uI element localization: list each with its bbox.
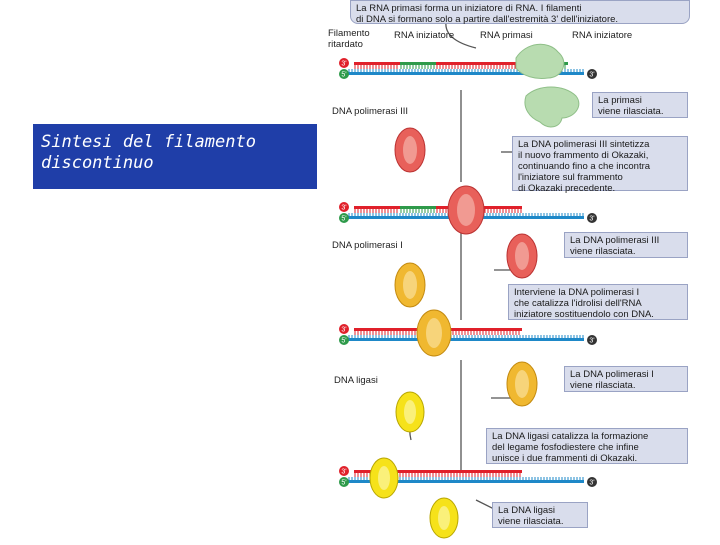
rna-primase-shape: [515, 43, 565, 79]
callout-ligasi-rilasciata: La DNA ligasi viene rilasciata.: [492, 502, 588, 528]
title-line-1: Sintesi del filamento: [41, 132, 256, 152]
caption-line: La RNA primasi forma un iniziatore di RN…: [356, 3, 582, 14]
dna-pol-i-inner: [515, 370, 529, 398]
strand-end-label: 3': [341, 327, 346, 334]
title-line-2: discontinuo: [41, 153, 154, 173]
strand-end-marker: [339, 202, 349, 212]
strand-end-label: 3': [341, 469, 346, 476]
callout-pol-i-rilasciata: La DNA polimerasi I viene rilasciata.: [564, 366, 688, 392]
label-rna-primasi: RNA primasi: [480, 30, 533, 41]
callout-pol-iii-sintetizza: La DNA polimerasi III sintetizza il nuov…: [512, 136, 688, 194]
strand-end-label: 3': [341, 61, 346, 68]
dna-ligase-inner: [378, 466, 390, 490]
strand-end-marker: [587, 213, 597, 223]
dna-pol-i-inner: [426, 318, 442, 348]
template-strand: [348, 72, 584, 75]
strand-end-label: 5': [341, 216, 346, 223]
flow-arrows: [409, 21, 516, 511]
strand-end-label: 5': [341, 72, 346, 79]
callout-pol-iii-rilasciata: La DNA polimerasi III viene rilasciata.: [564, 232, 688, 258]
lagging-strand-segment: [400, 62, 436, 65]
strand-end-label: 3': [589, 480, 594, 487]
lagging-strand-segment: [354, 470, 522, 473]
dna-ligase-inner: [438, 506, 450, 530]
flow-arrow: [445, 21, 477, 49]
label-dna-pol-i: DNA polimerasi I: [332, 240, 403, 251]
lagging-strand-segment: [354, 62, 400, 65]
template-strand: [348, 480, 584, 483]
lagging-strand-segment: [354, 328, 418, 331]
strand-end-marker: [339, 466, 349, 476]
dna-ligase-inner: [404, 400, 416, 424]
label-rna-iniziatore-2: RNA iniziatore: [572, 30, 633, 41]
top-caption: La RNA primasi forma un iniziatore di RN…: [350, 0, 690, 25]
strand-end-label: 3': [589, 338, 594, 345]
strand-end-marker: [339, 324, 349, 334]
dna-pol-iii-inner: [457, 194, 475, 226]
strand-end-label: 5': [341, 480, 346, 487]
callout-ligasi-catalizza: La DNA ligasi catalizza la formazione de…: [486, 428, 688, 464]
template-strand: [348, 338, 584, 341]
callout-primasi-rilasciata: La primasi viene rilasciata.: [592, 92, 688, 118]
diagram-graphics: 3' 5' 3' 3' 5' 3' 3' 5' 3' 3' 5' 3': [339, 21, 597, 539]
lagging-strand-segment: [400, 206, 436, 209]
lagging-strand-segment: [354, 206, 400, 209]
strand-end-marker: [587, 477, 597, 487]
strand-end-label: 3': [341, 205, 346, 212]
dna-pol-iii-inner: [403, 136, 417, 164]
dna-pol-i-inner: [403, 271, 417, 299]
strand-end-marker: [339, 58, 349, 68]
okazaki-diagram: 3' 5' 3' 3' 5' 3' 3' 5' 3' 3' 5' 3' La RNA primasi …: [326, 0, 720, 540]
label-rna-iniziatore: RNA iniziatore: [394, 30, 455, 41]
strand-end-marker: [587, 69, 597, 79]
strand-end-label: 5': [341, 338, 346, 345]
strand-end-label: 3': [589, 216, 594, 223]
strand-end-marker: [339, 477, 349, 487]
released-primase-shape: [524, 86, 580, 128]
label-filamento-ritardato: Filamento ritardato: [328, 28, 370, 50]
caption-line: di DNA si formano solo a partire dall'es…: [356, 14, 619, 25]
strand-end-marker: [339, 335, 349, 345]
dna-pol-iii-inner: [515, 242, 529, 270]
strand-end-marker: [587, 335, 597, 345]
lagging-strand-segment: [428, 328, 522, 331]
callout-pol-i-interviene: Interviene la DNA polimerasi I che catal…: [508, 284, 688, 320]
label-dna-pol-iii: DNA polimerasi III: [332, 106, 409, 117]
label-dna-ligasi: DNA ligasi: [334, 375, 378, 386]
title-box: Sintesi del filamento discontinuo: [33, 124, 317, 189]
lagging-strand-segment: [436, 62, 522, 65]
strand-end-marker: [339, 69, 349, 79]
strand-end-marker: [339, 213, 349, 223]
strand-end-label: 3': [589, 72, 594, 79]
